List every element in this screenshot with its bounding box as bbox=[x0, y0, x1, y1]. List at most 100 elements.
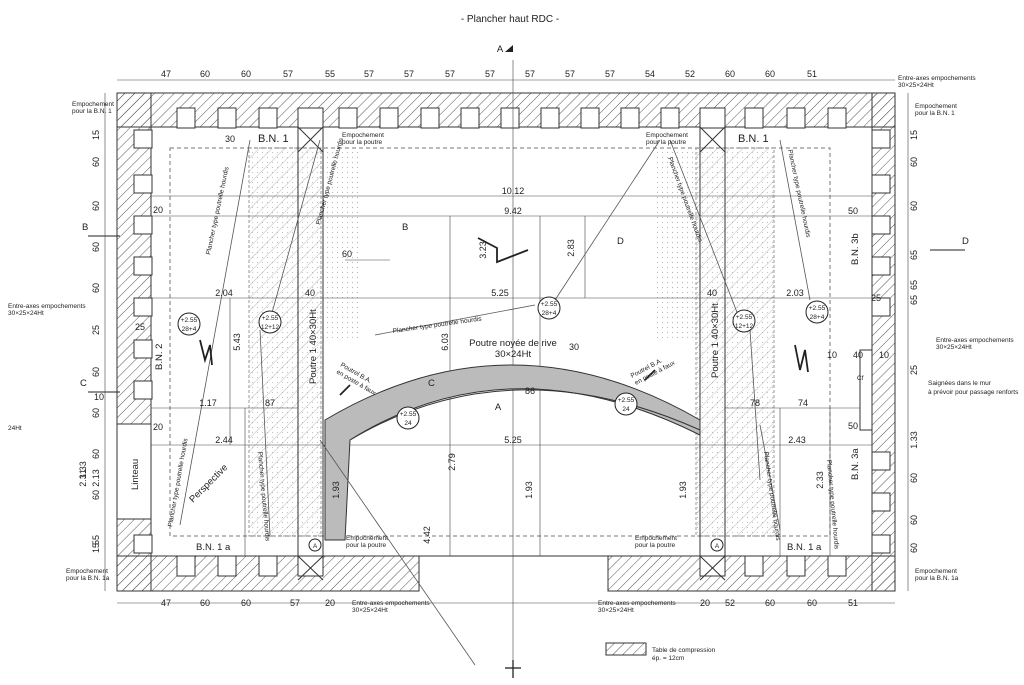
right-dim: 60 bbox=[909, 201, 919, 211]
inner-dim: 20 bbox=[153, 422, 163, 432]
label-poutre-140-right: Poutre 1 40×30Ht bbox=[710, 303, 721, 378]
label-poutre-noyee: Poutre noyée de rive bbox=[469, 338, 557, 349]
notches-right bbox=[859, 129, 891, 554]
left-dim: 60 bbox=[91, 490, 101, 500]
top-dim: 57 bbox=[283, 69, 293, 79]
diagonal-lines bbox=[179, 139, 811, 666]
bottom-dim: 52 bbox=[725, 598, 735, 608]
label-bn2: B.N. 2 bbox=[154, 344, 165, 370]
label-entre-axes-bot-right: 30×25×24Ht bbox=[598, 607, 634, 614]
notches-top bbox=[176, 107, 847, 129]
label-entre-axes-bot-left: 30×25×24Ht bbox=[352, 607, 388, 614]
label-saignees: Saignées dans le mur bbox=[928, 380, 992, 387]
section-marker-b-left: B bbox=[82, 222, 88, 233]
label-empoch-bn1-right: pour la B.N. 1 bbox=[915, 110, 955, 117]
label-bn1a-right: B.N. 1 a bbox=[787, 542, 822, 553]
top-dim: 51 bbox=[807, 69, 817, 79]
inner-dim-vertical: 1.33 bbox=[78, 461, 88, 479]
right-dim: 65 bbox=[909, 250, 919, 260]
inner-dim: 30 bbox=[569, 342, 579, 352]
level-tag-top: +2.55 bbox=[618, 397, 635, 404]
level-tag-top: +2.55 bbox=[809, 305, 826, 312]
inner-dim: 5.25 bbox=[491, 288, 509, 298]
inner-dim-vertical: 1.93 bbox=[678, 481, 688, 499]
inner-dim: 10 bbox=[879, 350, 889, 360]
section-marker-d-right: D bbox=[962, 236, 969, 247]
beam-zones bbox=[169, 147, 831, 537]
left-dim: 25 bbox=[91, 325, 101, 335]
bottom-dim: 47 bbox=[161, 598, 171, 608]
top-dim: 60 bbox=[725, 69, 735, 79]
inner-dim-vertical: 2.79 bbox=[447, 453, 457, 471]
label-bn3a: B.N. 3a bbox=[850, 448, 861, 480]
section-marker-c-mid: C bbox=[428, 378, 435, 389]
inner-dim-vertical: 3.23 bbox=[478, 241, 488, 259]
inner-dim: 87 bbox=[265, 398, 275, 408]
inner-dim: 25 bbox=[135, 322, 145, 332]
label-cf: Cf bbox=[857, 375, 864, 382]
legend-swatch bbox=[605, 642, 647, 656]
label-empoch-poutre-1: pour la poutre bbox=[342, 139, 382, 146]
label-empoch-poutre-2: pour la poutre bbox=[646, 139, 686, 146]
inner-dim: 78 bbox=[750, 398, 760, 408]
bottom-dim: 60 bbox=[241, 598, 251, 608]
label-poutre-140-left: Poutre 1 40×30Ht bbox=[308, 309, 319, 384]
label-poutre-noyee-size: 30×24Ht bbox=[495, 349, 532, 360]
inner-dim-vertical: 2.83 bbox=[566, 239, 576, 257]
label-empoch-bn1-left: pour la B.N. 1 bbox=[72, 108, 112, 115]
level-tag-bot: 24 bbox=[404, 420, 412, 427]
label-perspective: Perspective bbox=[187, 462, 230, 505]
left-dim: 60 bbox=[91, 242, 101, 252]
label-entre-axes-left: Entre-axes empochements bbox=[8, 303, 86, 310]
top-dim: 57 bbox=[605, 69, 615, 79]
label-empoch-poutre-2: Empochement bbox=[646, 132, 688, 139]
inner-dim: 25 bbox=[871, 293, 881, 303]
label-empoch-poutre-4: Empochement bbox=[635, 535, 677, 542]
label-legend-title: Table de compression bbox=[652, 647, 716, 654]
inner-dim: 40 bbox=[853, 350, 863, 360]
right-dim: 65 bbox=[909, 295, 919, 305]
section-marker-a-top: A bbox=[497, 44, 504, 55]
label-empoch-bn1-right: Empochement bbox=[915, 103, 957, 110]
inner-dim: 10 bbox=[94, 392, 104, 402]
top-dim: 52 bbox=[685, 69, 695, 79]
inner-dim-vertical: 2.13 bbox=[91, 469, 101, 487]
inner-dim: 10.12 bbox=[502, 186, 525, 196]
bottom-dim: 60 bbox=[807, 598, 817, 608]
top-dim: 60 bbox=[200, 69, 210, 79]
label-circle-a-right: A bbox=[715, 543, 720, 550]
inner-dim-vertical: 5.43 bbox=[232, 333, 242, 351]
inner-dim: 9.42 bbox=[504, 206, 522, 216]
inner-dim-d24ht: 24Ht bbox=[8, 425, 22, 432]
right-dim: 60 bbox=[909, 157, 919, 167]
level-tag-top: +2.55 bbox=[262, 315, 279, 322]
right-dim: 65 bbox=[909, 280, 919, 290]
label-bn1-left: B.N. 1 bbox=[258, 133, 289, 145]
level-tag-bot: 12+12 bbox=[735, 323, 754, 330]
label-empoch-poutre-3: Empochement bbox=[346, 535, 388, 542]
label-plancher-1: Plancher type poutrelle hourdis bbox=[205, 166, 231, 256]
label-entre-axes-top: 30×25×24Ht bbox=[898, 82, 934, 89]
inner-dim-vertical: 4.42 bbox=[422, 526, 432, 544]
inner-dim: 5.25 bbox=[504, 435, 522, 445]
bottom-dim: 57 bbox=[290, 598, 300, 608]
section-markers bbox=[88, 45, 965, 678]
left-dim: 60 bbox=[91, 283, 101, 293]
inner-dim: 30 bbox=[225, 134, 235, 144]
left-dim: 60 bbox=[91, 157, 101, 167]
label-bn1a-left: B.N. 1 a bbox=[196, 542, 231, 553]
section-marker-b-mid: B bbox=[402, 222, 408, 233]
label-entre-axes-top: Entre-axes empochements bbox=[898, 75, 976, 82]
inner-dim: 86 bbox=[525, 386, 535, 396]
right-dim: 15 bbox=[909, 130, 919, 140]
label-empoch-bn1-left: Empochement bbox=[72, 101, 114, 108]
right-dim: 1.33 bbox=[909, 431, 919, 449]
bottom-dim: 20 bbox=[325, 598, 335, 608]
label-plancher-3: Plancher type poutrelle hourdis bbox=[392, 315, 482, 335]
top-dim: 57 bbox=[525, 69, 535, 79]
label-entre-axes-bot-left: Entre-axes empochements bbox=[352, 600, 430, 607]
bottom-dim: 60 bbox=[200, 598, 210, 608]
page-title: - Plancher haut RDC - bbox=[461, 14, 559, 25]
right-dim: 60 bbox=[909, 543, 919, 553]
